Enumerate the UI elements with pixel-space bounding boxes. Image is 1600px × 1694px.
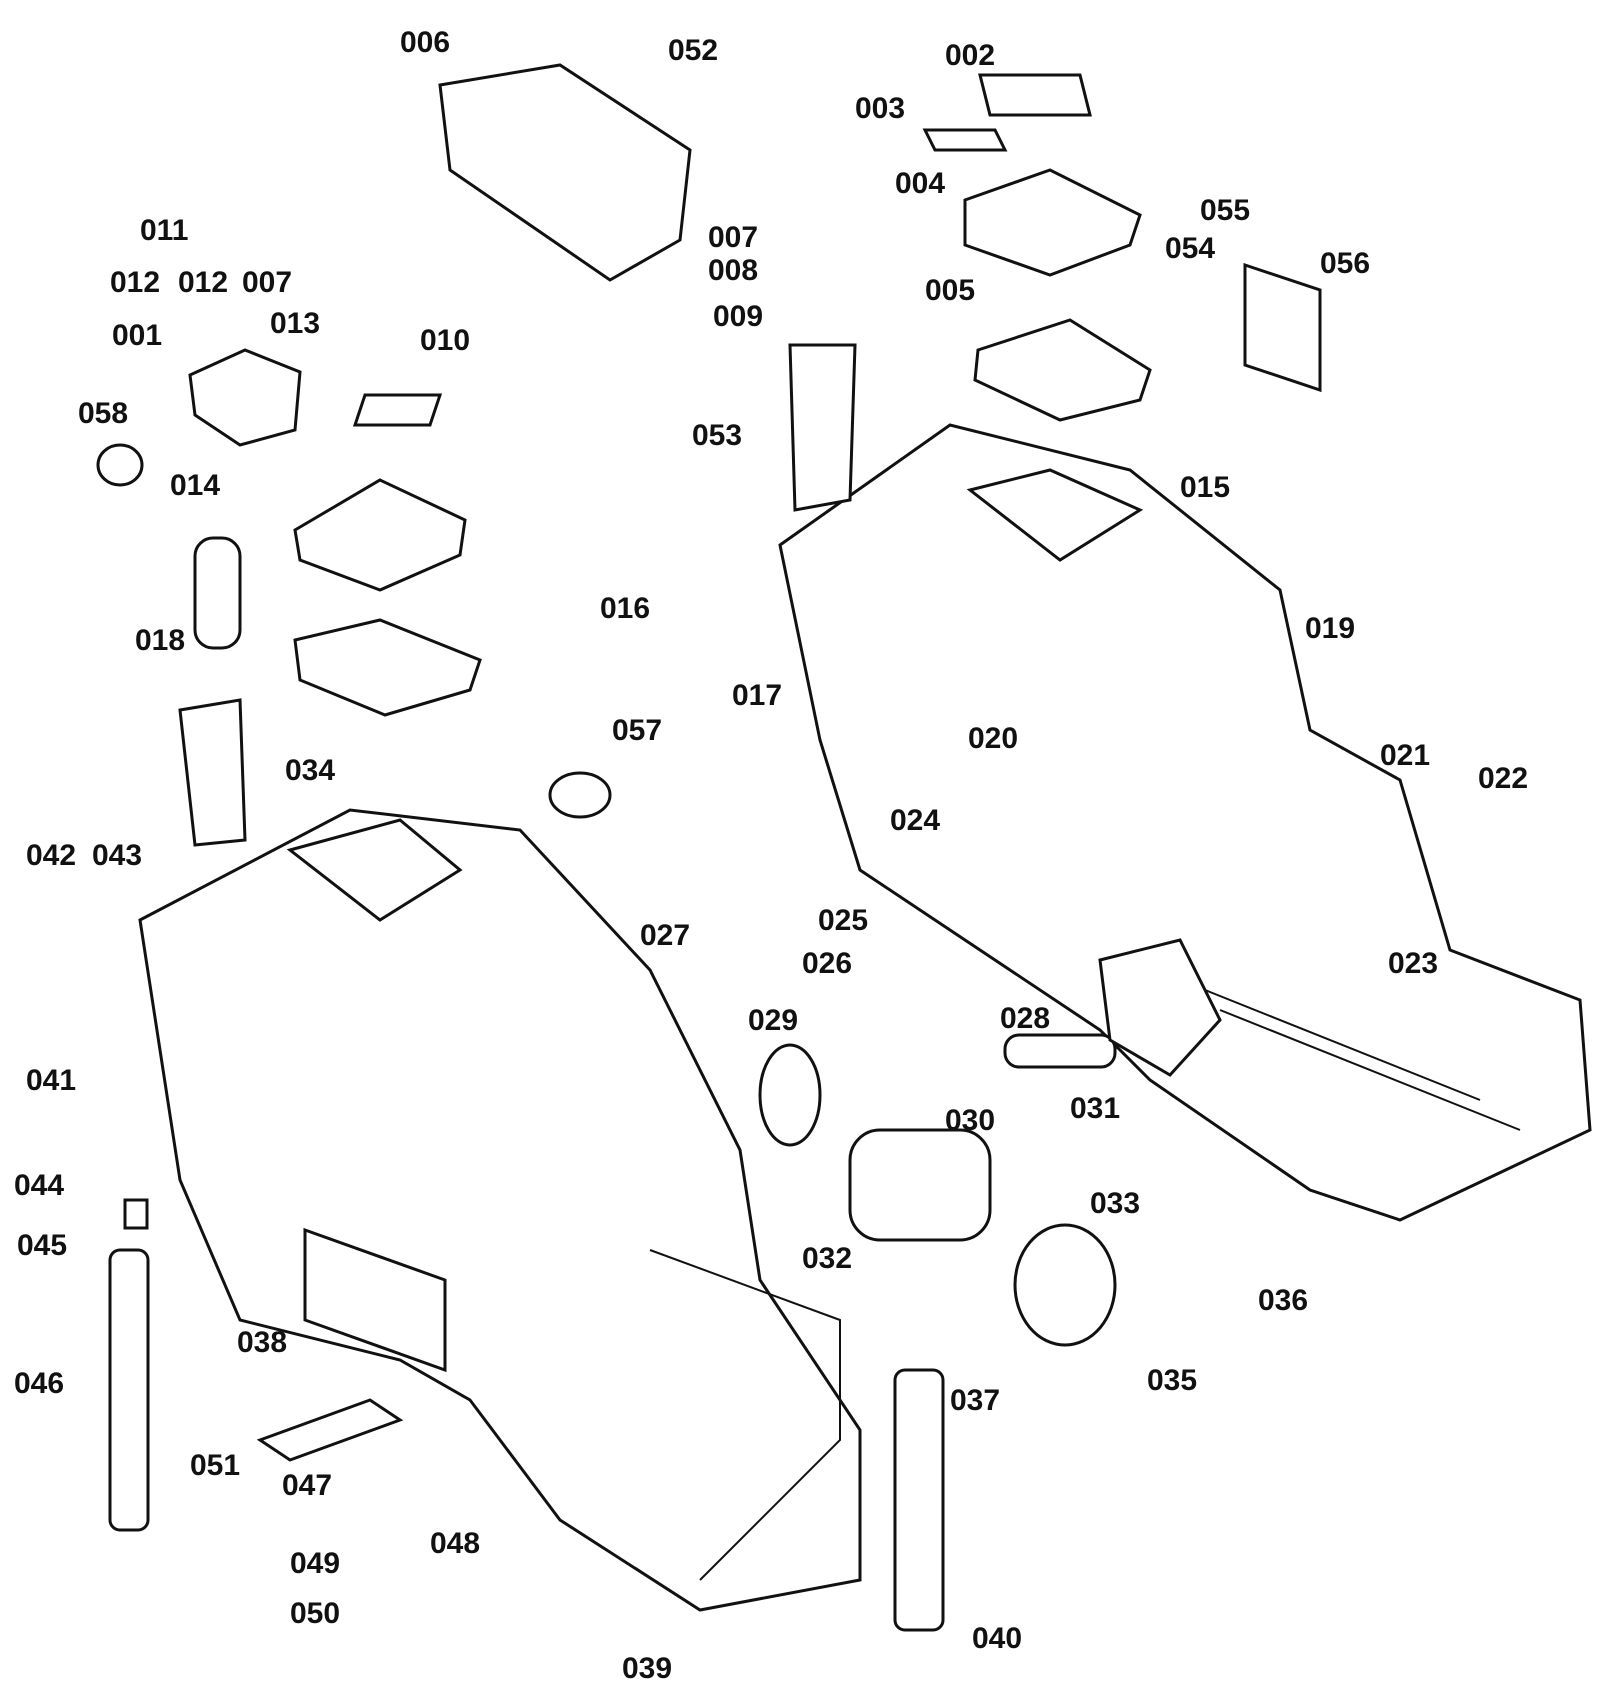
part-label-003: 003	[855, 92, 905, 125]
part-label-018: 018	[135, 624, 185, 657]
part-label-020: 020	[968, 722, 1018, 755]
part-label-002: 002	[945, 39, 995, 72]
part-label-056: 056	[1320, 247, 1370, 280]
part-label-039: 039	[622, 1652, 672, 1685]
part-label-019: 019	[1305, 612, 1355, 645]
part-label-042: 042	[26, 839, 76, 872]
part-label-057: 057	[612, 714, 662, 747]
part-label-038: 038	[237, 1326, 287, 1359]
part-label-007a: 007	[708, 221, 758, 254]
part-label-022: 022	[1478, 762, 1528, 795]
part-label-053: 053	[692, 419, 742, 452]
part-label-028: 028	[1000, 1002, 1050, 1035]
part-label-034: 034	[285, 754, 335, 787]
part-label-058: 058	[78, 397, 128, 430]
part-label-049: 049	[290, 1547, 340, 1580]
part-label-044: 044	[14, 1169, 64, 1202]
part-label-010: 010	[420, 324, 470, 357]
part-label-050: 050	[290, 1597, 340, 1630]
part-label-017: 017	[732, 679, 782, 712]
part-label-045: 045	[17, 1229, 67, 1262]
part-label-009: 009	[713, 300, 763, 333]
part-label-040: 040	[972, 1622, 1022, 1655]
part-label-036: 036	[1258, 1284, 1308, 1317]
part-label-012a: 012	[110, 266, 160, 299]
part-label-011: 011	[140, 214, 188, 247]
part-label-043: 043	[92, 839, 142, 872]
lid-and-gaskets	[96, 63, 1322, 847]
part-label-046: 046	[14, 1367, 64, 1400]
part-label-035: 035	[1147, 1364, 1197, 1397]
part-label-025: 025	[818, 904, 868, 937]
part-label-047: 047	[282, 1469, 332, 1502]
part-label-023: 023	[1388, 947, 1438, 980]
front-tank-body	[138, 808, 862, 1612]
part-label-005: 005	[925, 274, 975, 307]
part-label-048: 048	[430, 1527, 480, 1560]
part-label-033: 033	[1090, 1187, 1140, 1220]
part-label-007b: 007	[242, 266, 292, 299]
part-label-037: 037	[950, 1384, 1000, 1417]
pump-assembly	[548, 771, 1222, 1347]
part-label-012b: 012	[178, 266, 228, 299]
part-label-024: 024	[890, 804, 940, 837]
part-label-032: 032	[802, 1242, 852, 1275]
part-label-014: 014	[170, 469, 220, 502]
hoses-and-fittings	[108, 1198, 945, 1632]
part-label-030: 030	[945, 1104, 995, 1137]
part-label-015: 015	[1180, 471, 1230, 504]
part-label-006: 006	[400, 26, 450, 59]
part-label-008: 008	[708, 254, 758, 287]
part-label-026: 026	[802, 947, 852, 980]
part-label-052: 052	[668, 34, 718, 67]
part-label-051: 051	[190, 1449, 240, 1482]
part-label-004: 004	[895, 167, 945, 200]
part-label-054: 054	[1165, 232, 1215, 265]
part-label-001: 001	[112, 319, 162, 352]
part-label-013: 013	[270, 307, 320, 340]
part-label-021: 021	[1380, 739, 1430, 772]
part-label-027: 027	[640, 919, 690, 952]
rear-tank-body	[778, 423, 1592, 1222]
part-label-041: 041	[26, 1064, 76, 1097]
part-label-031: 031	[1070, 1092, 1120, 1125]
part-label-029: 029	[748, 1004, 798, 1037]
part-label-016: 016	[600, 592, 650, 625]
part-label-055: 055	[1200, 194, 1250, 227]
